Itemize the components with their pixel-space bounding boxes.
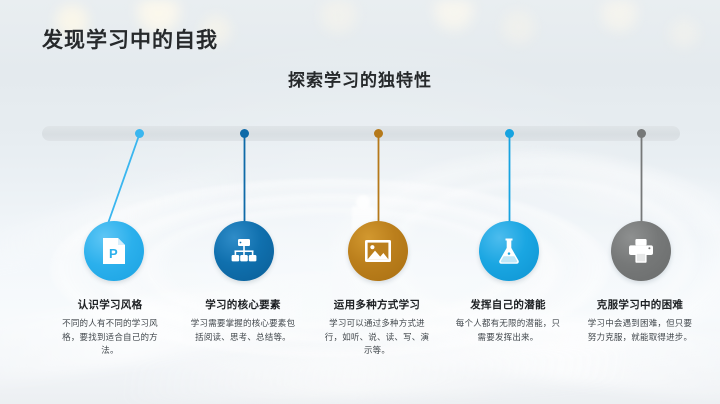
- svg-text:P: P: [109, 246, 118, 261]
- feature-heading-1: 认识学习风格: [77, 299, 143, 311]
- feature-heading-4: 发挥自己的潜能: [470, 299, 546, 311]
- feature-column-5: 克服学习中的困难 学习中会遇到困难，但只要努力克服，就能取得进步。: [575, 298, 705, 344]
- feature-heading-3: 运用多种方式学习: [333, 299, 421, 311]
- slide-subtitle: 探索学习的独特性: [288, 71, 432, 90]
- feature-body-2: 学习需要掌握的核心要素包括阅读、思考、总结等。: [190, 318, 296, 342]
- feature-circle-3[interactable]: [348, 221, 408, 281]
- timeline-stem-4: [508, 132, 511, 224]
- flask-icon: [496, 237, 522, 265]
- background-bokeh-lights: [0, 0, 720, 150]
- timeline-rail: [42, 126, 680, 141]
- timeline-node-dot-4[interactable]: [505, 129, 514, 138]
- feature-circle-4[interactable]: [479, 221, 539, 281]
- slide-title: 发现学习中的自我: [42, 29, 218, 52]
- image-icon: [364, 239, 392, 263]
- timeline-node-dot-5[interactable]: [637, 129, 646, 138]
- feature-body-3: 学习可以通过多种方式进行，如听、说、读、写、演示等。: [324, 318, 430, 355]
- feature-column-2: 学习的核心要素 学习需要掌握的核心要素包括阅读、思考、总结等。: [178, 298, 308, 344]
- timeline-node-dot-2[interactable]: [240, 129, 249, 138]
- timeline-stem-3: [377, 132, 380, 224]
- feature-column-3: 运用多种方式学习 学习可以通过多种方式进行，如听、说、读、写、演示等。: [312, 298, 442, 358]
- feature-body-5: 学习中会遇到困难，但只要努力克服，就能取得进步。: [587, 318, 693, 342]
- feature-column-4: 发挥自己的潜能 每个人都有无限的潜能，只需要发挥出来。: [443, 298, 573, 344]
- feature-body-1: 不同的人有不同的学习风格，要找到适合自己的方法。: [62, 318, 158, 355]
- timeline-stem-1: [107, 133, 141, 223]
- feature-circle-2[interactable]: [214, 221, 274, 281]
- feature-circle-1[interactable]: P: [84, 221, 144, 281]
- feature-circle-5[interactable]: [611, 221, 671, 281]
- timeline-node-dot-3[interactable]: [374, 129, 383, 138]
- timeline-stem-2: [243, 132, 246, 224]
- timeline-node-dot-1[interactable]: [135, 129, 144, 138]
- timeline-stem-5: [640, 132, 643, 224]
- sitemap-icon: [230, 238, 258, 264]
- printer-icon: [627, 238, 655, 264]
- feature-heading-5: 克服学习中的困难: [596, 299, 684, 311]
- feature-heading-2: 学习的核心要素: [205, 299, 281, 311]
- feature-body-4: 每个人都有无限的潜能，只需要发挥出来。: [455, 318, 561, 342]
- document-p-icon: P: [101, 237, 127, 265]
- feature-column-1: 认识学习风格 不同的人有不同的学习风格，要找到适合自己的方法。: [45, 298, 175, 358]
